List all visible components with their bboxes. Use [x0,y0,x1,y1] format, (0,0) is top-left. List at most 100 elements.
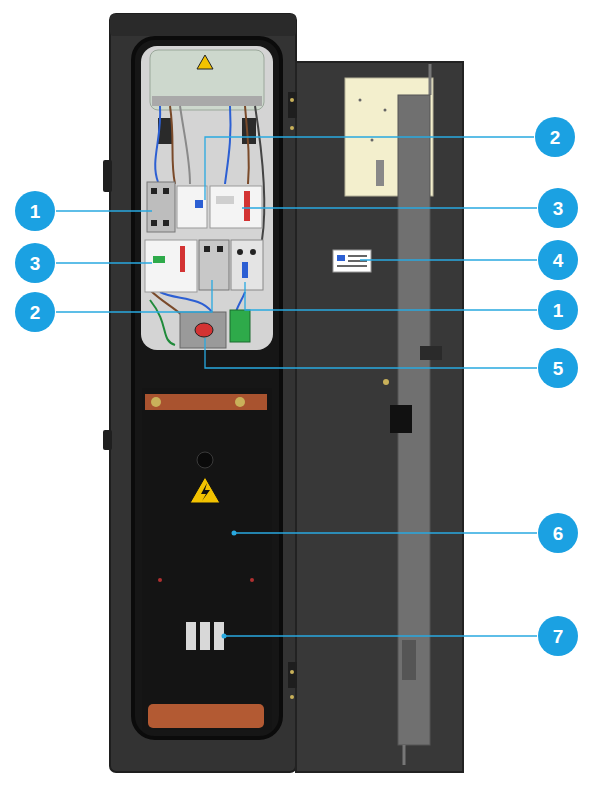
wiring [236,292,245,312]
door [348,255,367,257]
breakers [217,246,223,252]
breakers [210,186,262,228]
breakers [231,240,263,290]
breakers [177,186,207,228]
callout-number: 6 [553,524,564,543]
cabinet-body [141,46,273,350]
callout-circle-fill [535,117,575,157]
door [288,62,463,772]
door [420,346,442,360]
door [288,662,297,688]
wiring [170,106,175,184]
busbar-panel [197,452,213,468]
callout-circle: 2 [535,117,575,157]
door [384,109,387,112]
breakers [237,249,243,255]
breakers [163,220,169,226]
wiring [155,106,160,182]
leader-lines [242,207,537,208]
wiring [180,106,190,184]
callout-number: 3 [30,254,41,273]
leader-lines [56,210,152,211]
callout-circle-fill [15,191,55,231]
leader-dots [232,531,237,536]
callout-circle-fill [538,188,578,228]
callout-circle: 7 [538,616,578,656]
breakers [204,246,210,252]
wiring [150,300,175,345]
breakers [180,312,226,348]
callout-circle: 2 [15,292,55,332]
callout-circle-fill [538,513,578,553]
callout-number: 1 [553,301,564,320]
callout-circle: 1 [15,191,55,231]
leader-lines [234,532,537,533]
breakers [180,246,185,272]
breakers [250,249,256,255]
leader-lines [56,137,537,636]
leader-lines [205,338,537,368]
cabinet-body [110,14,296,772]
busbar-panel [186,622,196,650]
callout-circle-fill [538,290,578,330]
door [429,64,432,95]
door [296,62,463,772]
door [403,745,406,765]
callout-number: 7 [553,627,564,646]
callout-circle: 3 [538,188,578,228]
leader-dots [222,634,227,639]
leader-lines [56,262,152,263]
callout-circle: 6 [538,513,578,553]
breakers [230,310,250,342]
busbar-panel [200,622,210,650]
door [383,379,389,385]
door [333,250,371,272]
callout-circle-fill [15,243,55,283]
wiring [225,106,231,184]
leader-lines [360,259,537,260]
callout-circle: 1 [538,290,578,330]
door [402,640,416,680]
callout-number: 5 [553,359,564,378]
busbar-panel [145,394,267,410]
cabinet-body [110,14,296,36]
door [290,98,294,102]
door [371,139,374,142]
breakers [195,323,213,337]
breakers [147,182,175,232]
busbar-panel [235,397,245,407]
cabinet-body [133,38,281,738]
busbar-panel [151,397,161,407]
door [290,670,294,674]
callout-number: 2 [550,128,561,147]
breakers [216,196,234,204]
busbar-panel [142,388,272,730]
busbar-panel [201,483,210,501]
busbar-panel [190,477,220,503]
callout-circle-fill [538,348,578,388]
door [390,405,412,433]
wiring [150,106,264,345]
callout-number: 4 [553,251,564,270]
cabinet-body [103,14,296,772]
door [290,126,294,130]
leader-lines [205,137,534,200]
leader-lines [56,280,212,312]
breakers [145,182,263,348]
door [288,92,297,118]
callout-circle: 4 [538,240,578,280]
wiring [245,106,249,184]
cabinet-body [103,160,112,192]
callout-circle: 3 [15,243,55,283]
breakers [151,188,157,194]
callout-circle-fill [538,240,578,280]
breakers [151,220,157,226]
breakers [153,256,165,263]
door [290,695,294,699]
door [337,265,367,267]
wiring [160,292,212,312]
breakers [195,200,203,208]
callout-number: 2 [30,303,41,322]
